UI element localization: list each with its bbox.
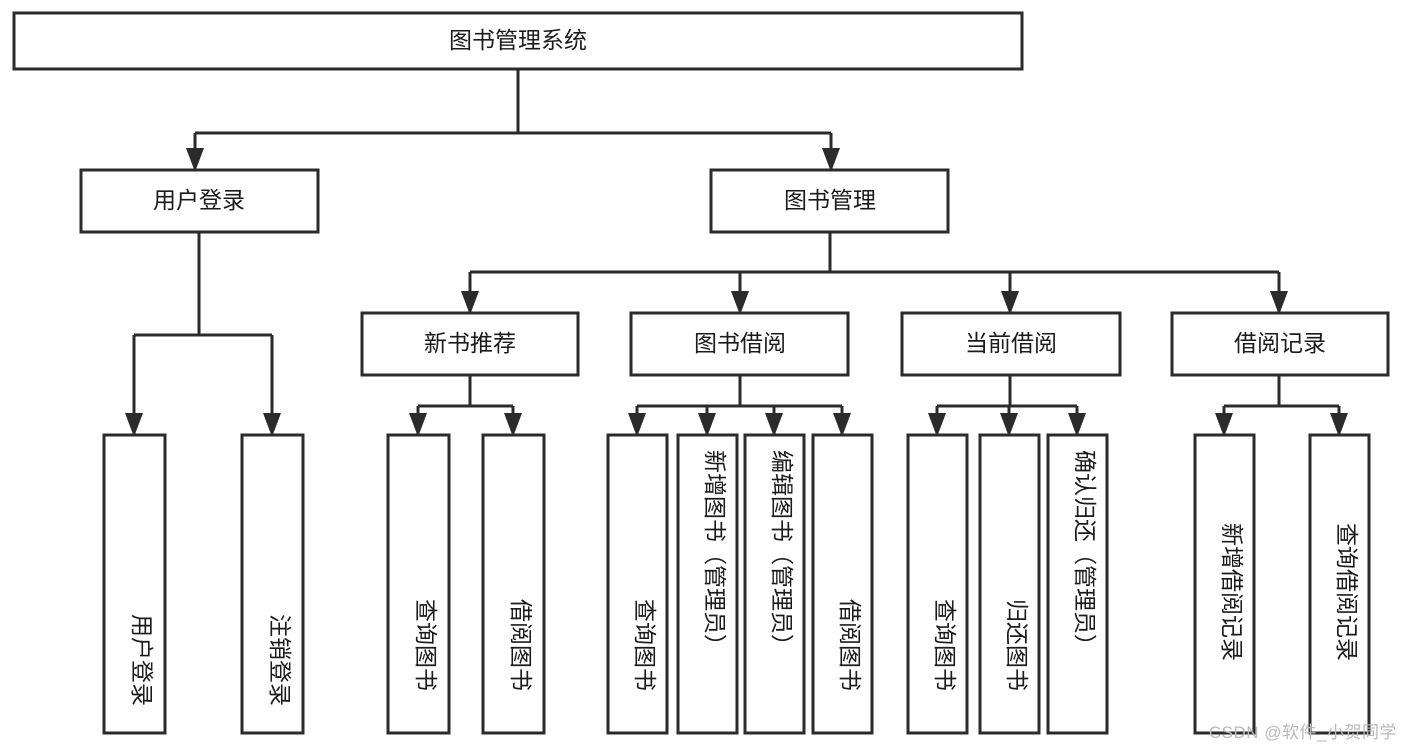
leaf-add-borrow-record[interactable]: 新增借阅记录 [1193,433,1256,735]
leaf-query-book-borrow-label: 查询图书 [632,599,658,691]
node-current-borrow-label: 当前借阅 [965,330,1057,356]
leaf-borrow-book-label: 借阅图书 [837,599,863,691]
leaf-logout[interactable]: 注销登录 [240,433,305,735]
leaf-borrow-book-rec[interactable]: 借阅图书 [481,433,546,735]
node-new-book-recommend-label: 新书推荐 [424,330,516,356]
node-root-label: 图书管理系统 [449,27,587,53]
node-borrow-record-label: 借阅记录 [1234,330,1326,356]
leaf-edit-book-admin-label: 编辑图书（管理员） [769,450,795,657]
leaf-query-borrow-record-label: 查询借阅记录 [1334,523,1360,661]
connector-layer [132,69,1341,414]
leaf-add-book-admin-label: 新增图书（管理员） [702,450,728,657]
leaf-borrow-book[interactable]: 借阅图书 [811,433,874,735]
node-user-login[interactable]: 用户登录 [79,168,320,234]
node-book-borrow-label: 图书借阅 [694,330,786,356]
leaf-confirm-return-admin-label: 确认归还（管理员） [1072,450,1098,657]
leaf-query-borrow-record[interactable]: 查询借阅记录 [1308,433,1371,735]
leaf-edit-book-admin[interactable]: 编辑图书（管理员） [743,433,806,735]
node-new-book-recommend[interactable]: 新书推荐 [360,311,580,377]
node-book-management[interactable]: 图书管理 [709,168,950,234]
node-user-login-label: 用户登录 [153,187,245,213]
node-current-borrow[interactable]: 当前借阅 [900,311,1122,377]
leaf-user-login[interactable]: 用户登录 [102,433,167,735]
watermark: CSDN @软件_小贺同学 [1208,723,1397,742]
leaf-query-book-rec-label: 查询图书 [413,599,439,691]
leaf-add-book-admin[interactable]: 新增图书（管理员） [676,433,739,735]
node-book-management-label: 图书管理 [784,187,876,213]
leaf-logout-label: 注销登录 [267,614,293,706]
leaf-add-borrow-record-label: 新增借阅记录 [1219,523,1245,661]
leaf-query-book-current[interactable]: 查询图书 [906,433,969,735]
leaf-borrow-book-rec-label: 借阅图书 [508,599,534,691]
leaf-return-book-label: 归还图书 [1004,599,1030,691]
leaf-query-book-rec[interactable]: 查询图书 [386,433,451,735]
node-root[interactable]: 图书管理系统 [12,11,1024,71]
leaf-return-book[interactable]: 归还图书 [978,433,1041,735]
leaf-confirm-return-admin[interactable]: 确认归还（管理员） [1046,433,1109,735]
node-borrow-record[interactable]: 借阅记录 [1170,311,1390,377]
leaf-query-book-borrow[interactable]: 查询图书 [606,433,669,735]
leaf-query-book-current-label: 查询图书 [932,599,958,691]
leaf-user-login-label: 用户登录 [129,614,155,706]
node-book-borrow[interactable]: 图书借阅 [629,311,850,377]
